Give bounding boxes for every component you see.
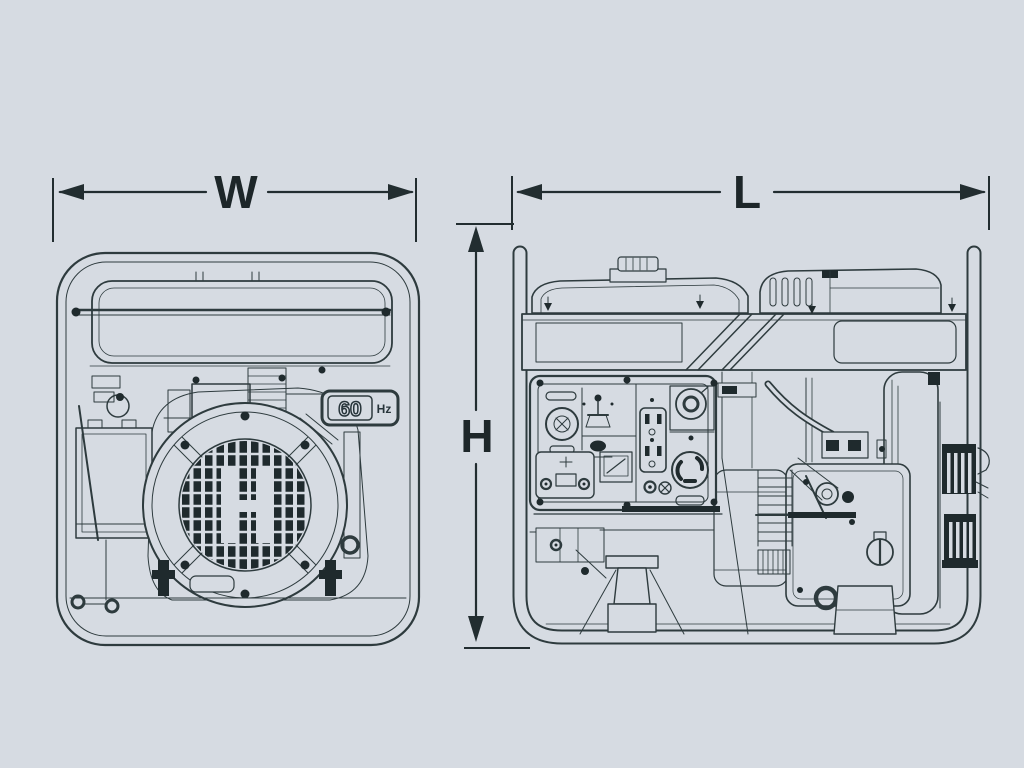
choke-symbol — [582, 394, 614, 428]
band-stripes — [685, 313, 785, 371]
cooling-fins-side — [757, 469, 793, 547]
arrowhead-right-icon — [960, 184, 986, 200]
frequency-unit: Hz — [377, 402, 392, 416]
crankcase — [785, 463, 911, 607]
side-view-drawing — [512, 245, 990, 645]
fan-spokes — [173, 436, 317, 574]
arrowhead-right-icon — [388, 184, 414, 200]
frequency-value: 60 — [338, 398, 361, 421]
fan-cover-bolts — [180, 411, 310, 599]
length-label: L — [733, 166, 761, 218]
crossbar-bolt — [381, 307, 391, 317]
base-bolt — [104, 598, 120, 614]
lower-brackets — [529, 506, 723, 579]
width-label: W — [214, 166, 258, 218]
battery-box — [70, 405, 153, 614]
dimension-height: H — [456, 223, 530, 649]
handle-crossbar — [71, 307, 392, 317]
frame-front — [55, 251, 421, 647]
dimension-width: W — [52, 166, 417, 242]
control-panel — [528, 374, 718, 512]
fuel-tank-side — [531, 256, 749, 314]
fuel-tank-front — [89, 271, 393, 367]
twistlock-outlet-large — [671, 451, 709, 506]
air-cleaner — [759, 268, 942, 314]
oil-drain-boss — [813, 585, 839, 611]
arrowhead-left-icon — [516, 184, 542, 200]
engine-switch — [545, 391, 579, 454]
fuel-valve — [866, 531, 894, 566]
engine-mounts-front — [69, 560, 407, 599]
fan-grille — [181, 441, 309, 569]
carburetor — [789, 457, 854, 519]
base-bolt — [70, 594, 86, 610]
fuel-cap — [609, 256, 667, 283]
side-band — [521, 297, 967, 371]
arrowhead-left-icon — [58, 184, 84, 200]
arrowhead-up-icon — [468, 226, 484, 252]
height-label: H — [460, 410, 493, 462]
frequency-badge: 60 Hz — [320, 389, 400, 427]
fan-center-h-cutout — [221, 467, 271, 543]
mounting-feet — [579, 555, 897, 635]
muffler-louvers — [942, 444, 990, 568]
starter-gear — [757, 549, 791, 575]
front-view-drawing: 60 Hz — [55, 251, 421, 647]
crossbar-bolt — [71, 307, 81, 317]
duplex-outlet — [639, 398, 667, 473]
battery-strap — [78, 405, 99, 541]
dimension-length: L — [511, 166, 990, 230]
cylinder-head — [821, 431, 869, 459]
name-plate — [189, 575, 235, 593]
panel-screws — [536, 376, 718, 509]
voltmeter — [599, 451, 633, 483]
breaker-subpanel — [535, 451, 595, 499]
fan-cover — [142, 402, 348, 608]
twistlock-outlet-small — [669, 385, 715, 441]
arrowhead-down-icon — [468, 616, 484, 642]
